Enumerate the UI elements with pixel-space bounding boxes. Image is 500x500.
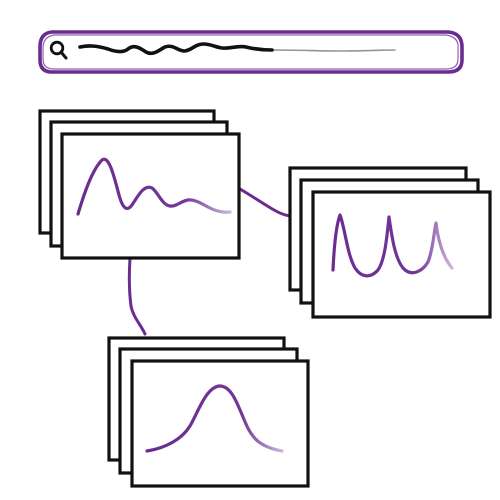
bell-curve-icon <box>145 384 284 453</box>
search-icon[interactable] <box>49 40 68 60</box>
card-stack-periodic-peaks[interactable] <box>288 166 492 319</box>
damped-wave-icon <box>76 157 232 216</box>
search-bar[interactable] <box>38 30 464 74</box>
connector-lines <box>127 187 294 336</box>
card-stack-single-peak[interactable] <box>107 336 310 488</box>
peaks-wave-icon <box>331 213 454 278</box>
card-stack-damped-oscillation[interactable] <box>38 109 241 260</box>
search-input-scribble <box>78 42 274 56</box>
